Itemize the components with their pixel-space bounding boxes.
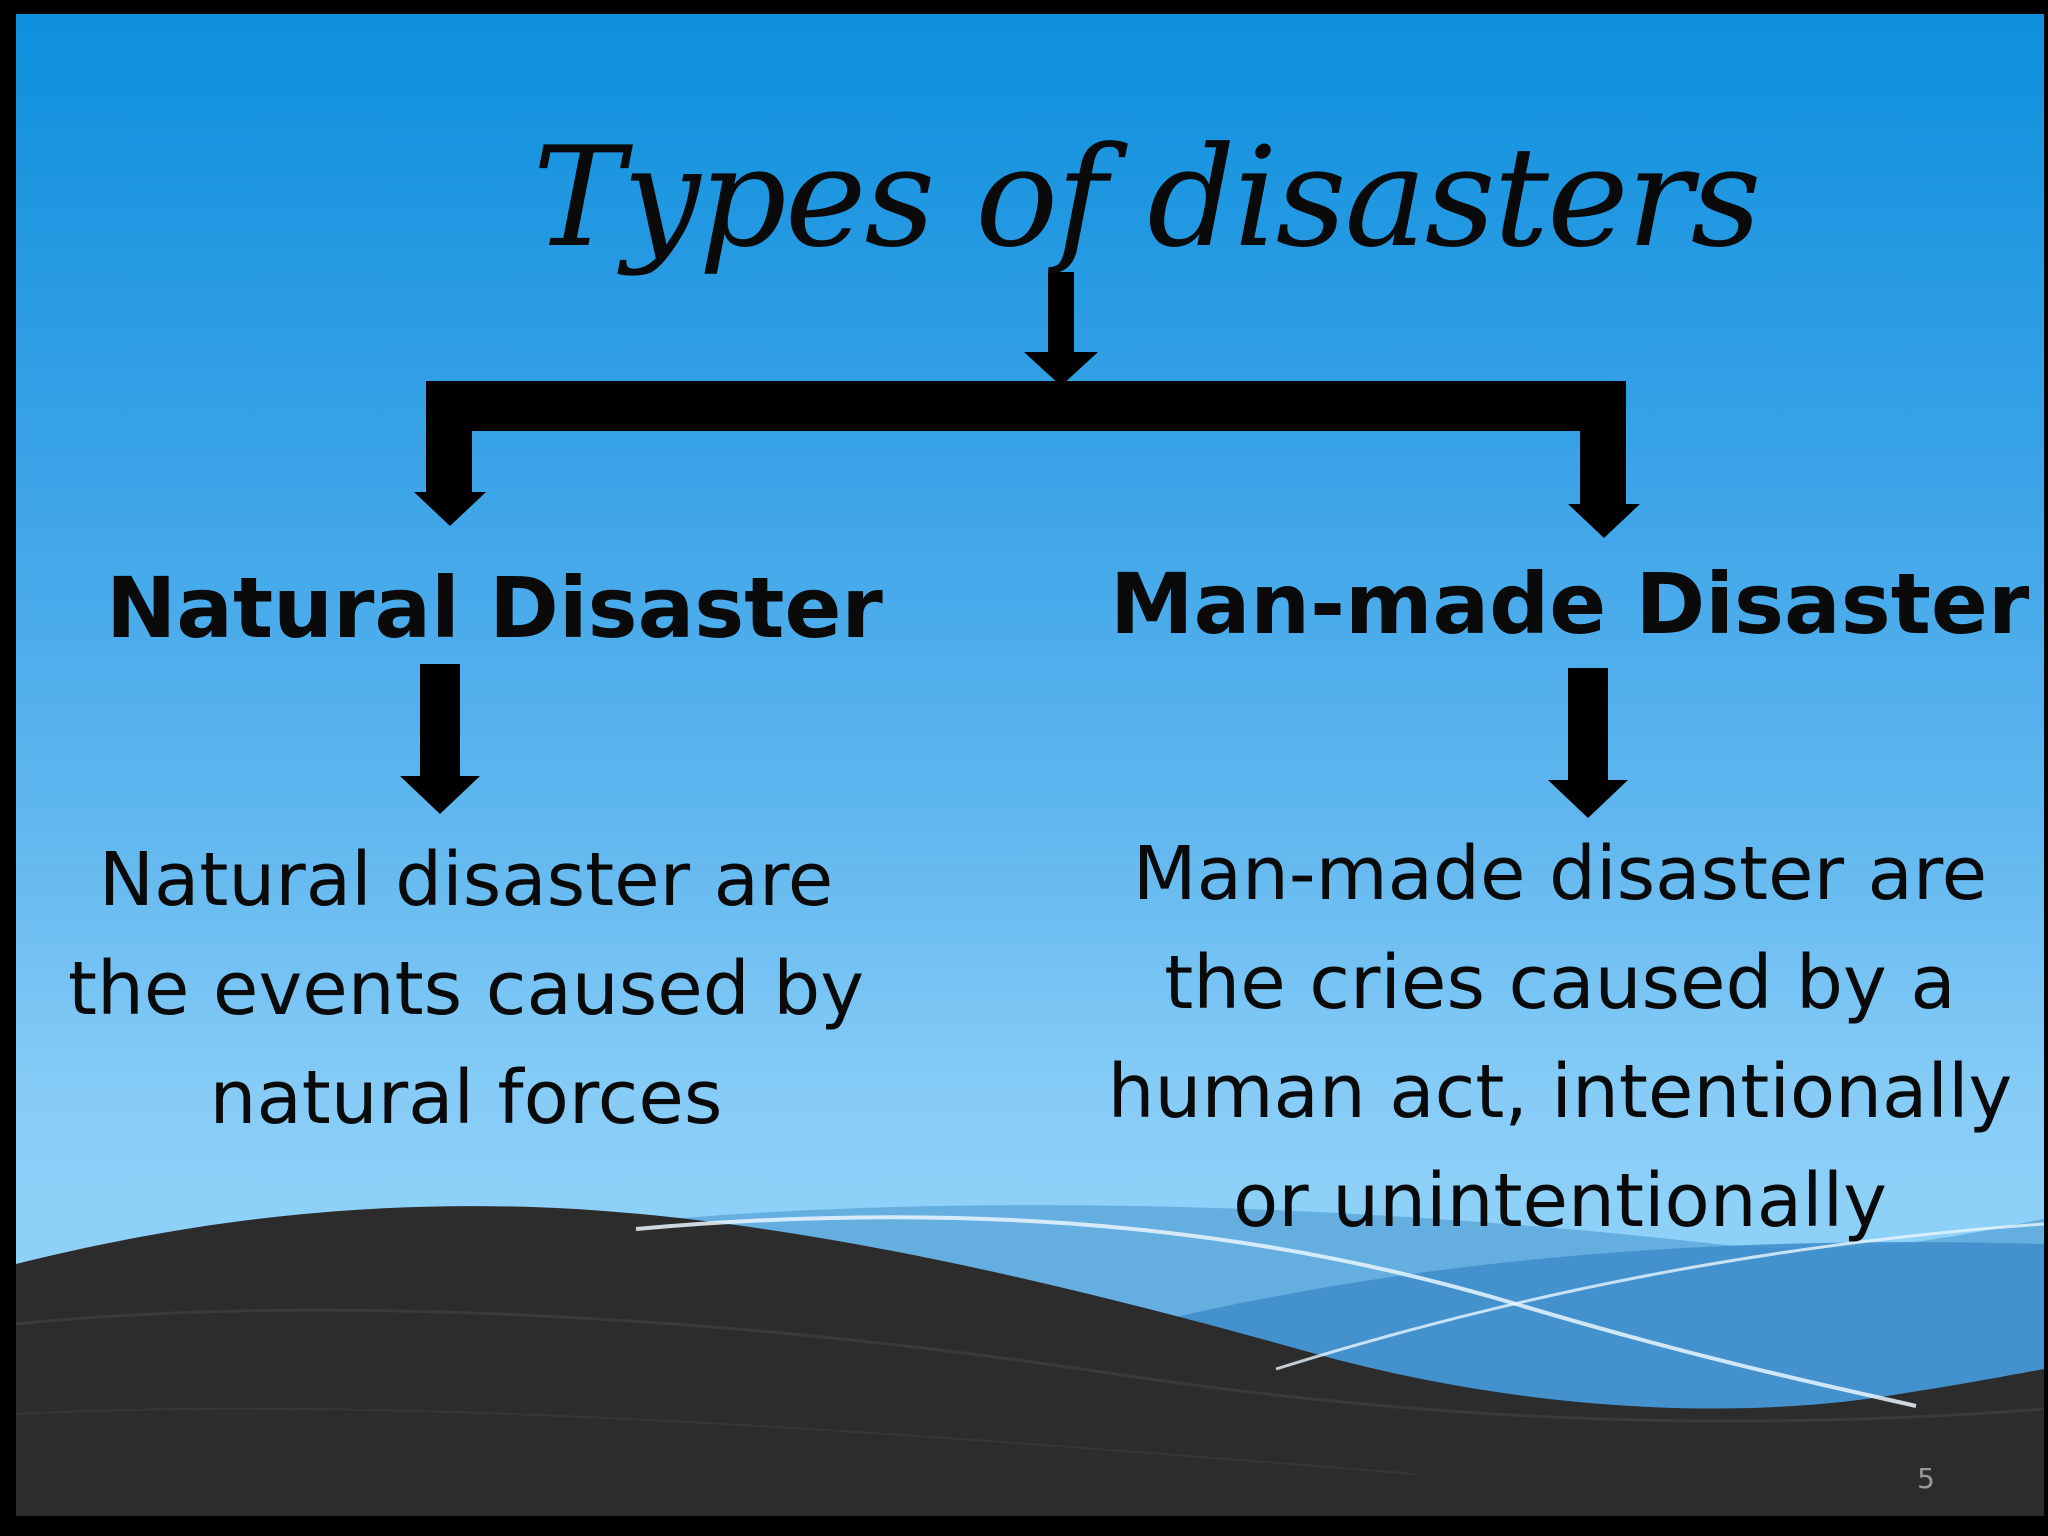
- left-bracket-arrow: [414, 404, 486, 526]
- right-bracket-arrow: [1568, 404, 1640, 538]
- hill-line-1: [16, 1308, 2044, 1423]
- slide-number: 5: [1917, 1462, 1935, 1495]
- bracket-bar: [426, 381, 1626, 431]
- highlight-line-1: [635, 1215, 1917, 1408]
- hill-line-2: [16, 1407, 1417, 1475]
- manmade-disaster-description: Man-made disaster are the cries caused b…: [1107, 831, 2013, 1244]
- diagram-connectors: [400, 272, 1640, 818]
- slide: Types of disasters Natural Disaster Man-…: [16, 14, 2044, 1516]
- title-down-arrow: [1024, 272, 1098, 386]
- slide-title: Types of disasters: [532, 117, 1761, 278]
- highlight-line-2: [1275, 1222, 2044, 1371]
- manmade-down-arrow: [1548, 668, 1628, 818]
- natural-down-arrow: [400, 664, 480, 814]
- natural-disaster-heading: Natural Disaster: [106, 559, 883, 657]
- background-waves: [16, 1205, 2044, 1516]
- manmade-disaster-heading: Man-made Disaster: [1110, 555, 2030, 653]
- natural-disaster-description: Natural disaster are the events caused b…: [67, 837, 865, 1141]
